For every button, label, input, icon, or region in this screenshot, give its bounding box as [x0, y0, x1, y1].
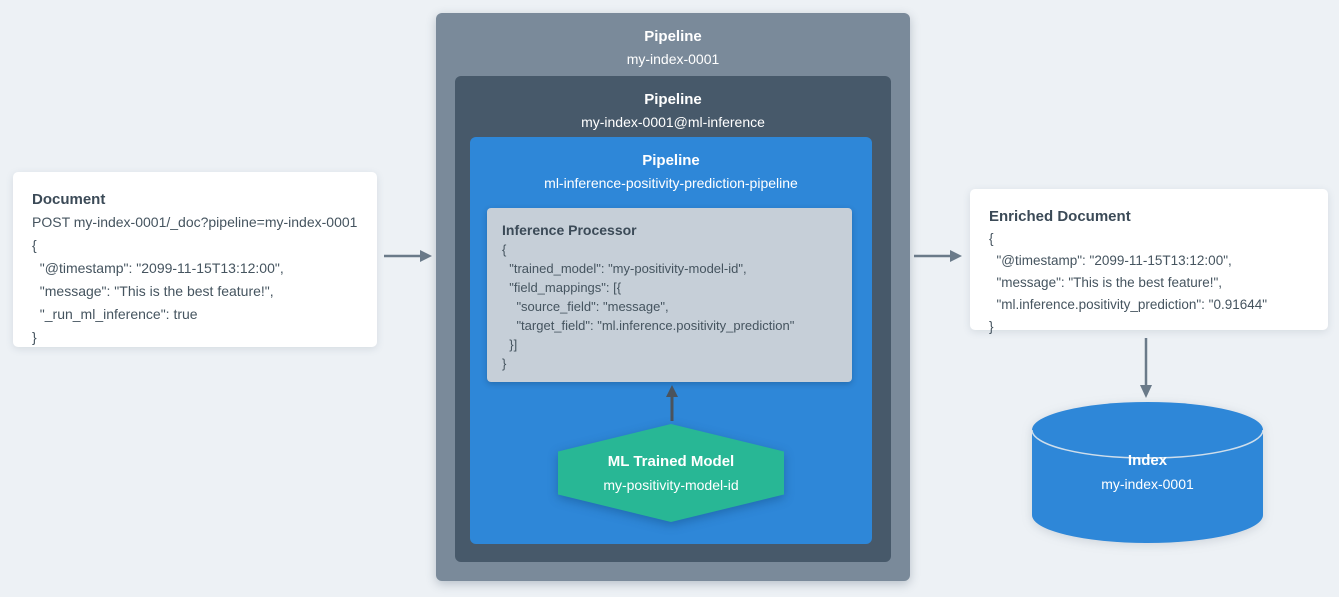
ml-trained-model-name: my-positivity-model-id	[603, 476, 739, 493]
inference-processor-card: Inference Processor { "trained_model": "…	[487, 208, 852, 382]
processor-json-line: "trained_model": "my-positivity-model-id…	[502, 261, 747, 276]
enriched-document-card: Enriched Document { "@timestamp": "2099-…	[970, 189, 1328, 334]
arrow-pipeline-to-enriched-icon	[914, 250, 962, 262]
document-json-line: POST my-index-0001/_doc?pipeline=my-inde…	[32, 214, 358, 230]
inference-processor-title: Inference Processor	[502, 222, 637, 238]
document-json-line: "_run_ml_inference": true	[32, 306, 198, 322]
document-json-line: }	[32, 329, 37, 345]
enriched-json-line: }	[989, 319, 994, 334]
document-json-line: {	[32, 237, 37, 253]
enriched-json-line: {	[989, 231, 994, 246]
index-name: my-index-0001	[1101, 476, 1194, 492]
ml-trained-model-wrap: ML Trained Model my-positivity-model-id	[558, 424, 784, 522]
enriched-json-line: "message": "This is the best feature!",	[989, 275, 1223, 290]
enriched-json-line: "ml.inference.positivity_prediction": "0…	[989, 297, 1268, 312]
enriched-document-title: Enriched Document	[989, 208, 1131, 225]
pipeline-outer-box: Pipeline my-index-0001 Pipeline my-index…	[436, 13, 910, 581]
arrow-document-to-pipeline-icon	[384, 250, 432, 262]
pipeline-ml-inference-box: Pipeline my-index-0001@ml-inference Pipe…	[455, 76, 891, 562]
document-json-line: "@timestamp": "2099-11-15T13:12:00",	[32, 260, 284, 276]
ml-trained-model-hexagon: ML Trained Model my-positivity-model-id	[558, 424, 784, 522]
processor-json-line: "source_field": "message",	[502, 299, 669, 314]
processor-json-line: "target_field": "ml.inference.positivity…	[502, 318, 795, 333]
document-json-line: "message": "This is the best feature!",	[32, 283, 274, 299]
pipeline-outer-label: Pipeline	[644, 28, 702, 45]
processor-json-line: {	[502, 242, 507, 257]
enriched-json-line: "@timestamp": "2099-11-15T13:12:00",	[989, 253, 1232, 268]
processor-json-line: "field_mappings": [{	[502, 280, 622, 295]
processor-json-line: }]	[502, 337, 518, 352]
arrow-model-to-processor-icon	[666, 385, 678, 421]
cylinder-shape-icon	[1031, 402, 1264, 543]
pipeline-ml-inference-name: my-index-0001@ml-inference	[581, 114, 765, 130]
ml-trained-model-title: ML Trained Model	[607, 452, 735, 470]
pipeline-ml-inference-header: Pipeline my-index-0001@ml-inference	[455, 76, 891, 132]
pipeline-ml-inference-label: Pipeline	[644, 91, 702, 108]
arrow-enriched-to-index-icon	[1140, 338, 1152, 398]
pipeline-outer-name: my-index-0001	[626, 51, 720, 67]
pipeline-positivity-prediction-name: ml-inference-positivity-prediction-pipel…	[544, 175, 798, 191]
index-label-group: Index my-index-0001	[1032, 430, 1263, 515]
processor-json-line: }	[502, 356, 507, 371]
pipeline-positivity-prediction-box: Pipeline ml-inference-positivity-predict…	[470, 137, 872, 544]
index-title: Index	[1127, 452, 1168, 469]
document-card-title: Document	[32, 191, 106, 208]
document-card: Document POST my-index-0001/_doc?pipelin…	[13, 172, 377, 347]
pipeline-outer-header: Pipeline my-index-0001	[436, 13, 910, 69]
pipeline-positivity-prediction-label: Pipeline	[642, 152, 700, 169]
pipeline-positivity-prediction-header: Pipeline ml-inference-positivity-predict…	[470, 137, 872, 193]
index-cylinder: Index my-index-0001	[1031, 402, 1264, 543]
